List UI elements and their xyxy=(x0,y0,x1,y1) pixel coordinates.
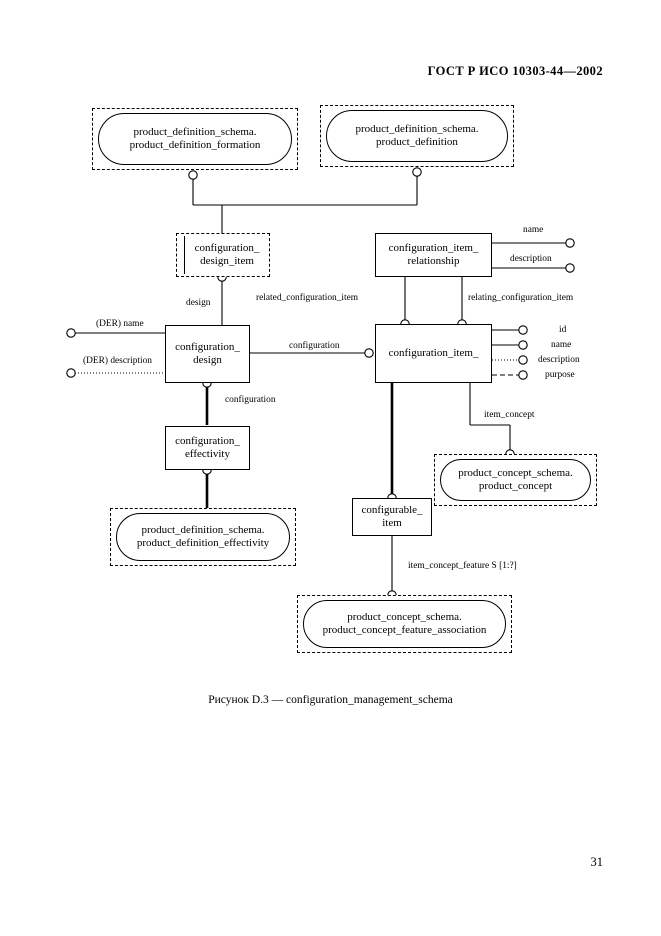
node-product-concept-feature-association[interactable]: product_concept_schema. product_concept_… xyxy=(297,595,512,653)
node-configuration-item-relationship[interactable]: configuration_item_ relationship xyxy=(375,233,492,277)
node-product-concept-feature-association-label: product_concept_schema. product_concept_… xyxy=(303,600,506,648)
edge-label-design: design xyxy=(186,298,211,308)
edge-label-configuration: configuration xyxy=(289,341,340,351)
node-product-definition-formation-label: product_definition_schema. product_defin… xyxy=(98,113,292,165)
node-product-definition-effectivity[interactable]: product_definition_schema. product_defin… xyxy=(110,508,296,566)
node-product-concept[interactable]: product_concept_schema. product_concept xyxy=(434,454,597,506)
edge-label-configuration-effectivity: configuration xyxy=(225,395,276,405)
node-product-definition-effectivity-label: product_definition_schema. product_defin… xyxy=(116,513,290,561)
express-g-diagram: product_definition_schema. product_defin… xyxy=(66,105,597,653)
attribute-label-der-name: (DER) name xyxy=(96,319,144,329)
node-configurable-item[interactable]: configurable_ item xyxy=(352,498,432,536)
node-configuration-design[interactable]: configuration_ design xyxy=(165,325,250,383)
attribute-label-relationship-description: description xyxy=(510,254,552,264)
select-type-bar xyxy=(184,236,185,274)
node-product-concept-label: product_concept_schema. product_concept xyxy=(440,459,591,501)
edge-label-item-concept: item_concept xyxy=(484,410,535,420)
edge-label-relating-configuration-item: relating_configuration_item xyxy=(468,293,574,303)
node-configuration-design-item[interactable]: configuration_ design_item xyxy=(176,233,270,277)
attribute-label-item-name: name xyxy=(551,340,572,350)
attribute-label-item-id: id xyxy=(559,325,567,335)
node-product-definition-formation[interactable]: product_definition_schema. product_defin… xyxy=(92,108,298,170)
attribute-label-der-description: (DER) description xyxy=(83,356,152,366)
node-product-definition-label: product_definition_schema. product_defin… xyxy=(326,110,508,162)
attribute-label-item-purpose: purpose xyxy=(545,370,575,380)
document-header: ГОСТ Р ИСО 10303-44—2002 xyxy=(427,64,603,78)
node-product-definition[interactable]: product_definition_schema. product_defin… xyxy=(320,105,514,167)
attribute-label-item-description: description xyxy=(538,355,580,365)
edge-label-item-concept-feature: item_concept_feature S [1:?] xyxy=(408,561,517,571)
page-number: 31 xyxy=(590,855,604,869)
figure-caption: Рисунок D.3 — configuration_management_s… xyxy=(208,694,453,706)
edge-label-related-configuration-item: related_configuration_item xyxy=(256,293,359,303)
node-configuration-design-item-label: configuration_ design_item xyxy=(194,242,260,267)
node-configuration-item[interactable]: configuration_item_ xyxy=(375,324,492,383)
attribute-label-relationship-name: name xyxy=(523,225,544,235)
node-configuration-effectivity[interactable]: configuration_ effectivity xyxy=(165,426,250,470)
